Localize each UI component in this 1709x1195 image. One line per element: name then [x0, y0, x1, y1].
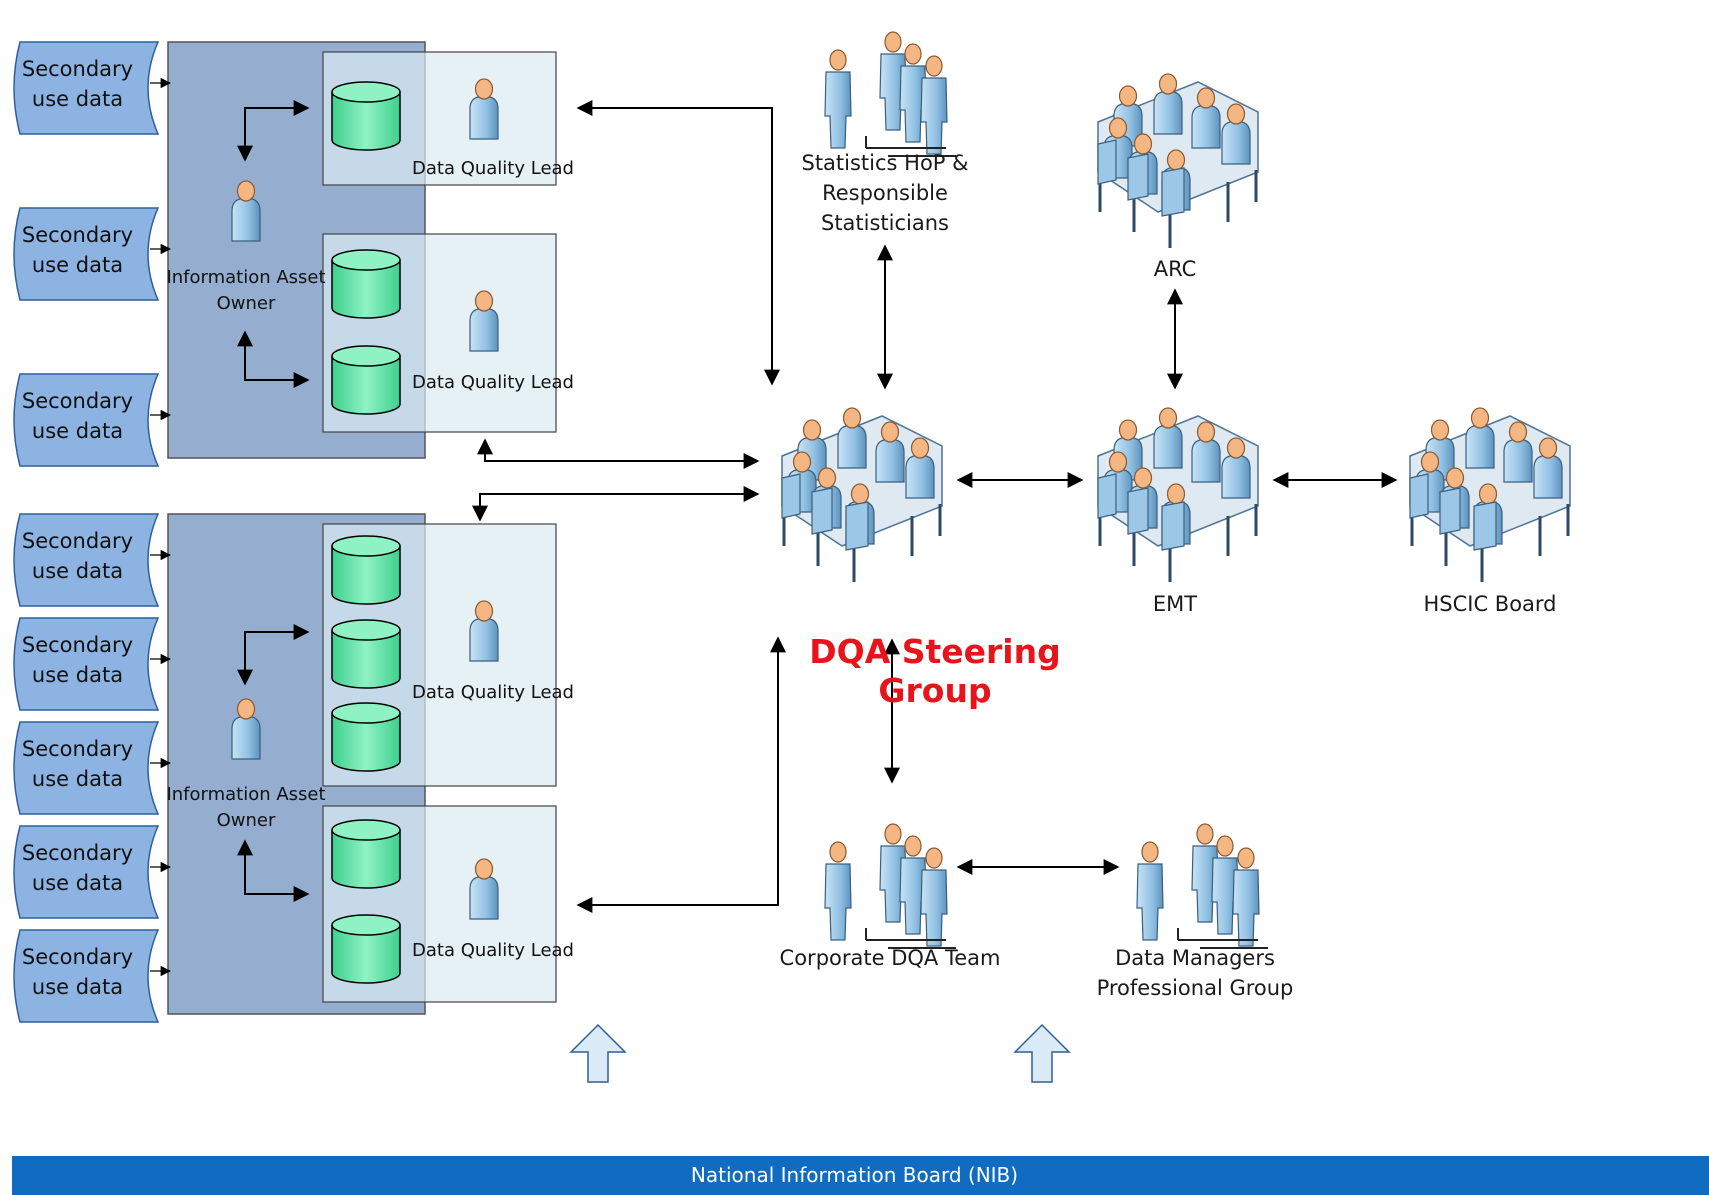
nib-bar	[12, 1156, 1709, 1195]
secondary-data-label: Secondary use data	[21, 945, 134, 999]
nib-up-arrows	[569, 1023, 1071, 1083]
emt-meeting-icon	[1098, 408, 1258, 582]
dql-label: Data Quality Lead	[412, 682, 574, 703]
connector-arrows	[472, 100, 1398, 913]
secondary-data-label: Secondary use data	[21, 223, 134, 277]
steering-group-label: DQA Steering Group	[809, 632, 1061, 710]
dql-person-icons	[469, 78, 499, 920]
emt-label: EMT	[1152, 592, 1198, 616]
secondary-data-label: Secondary use data	[21, 529, 134, 583]
arc-meeting-icon	[1098, 74, 1258, 248]
secondary-data-label: Secondary use data	[21, 841, 134, 895]
secondary-data-label: Secondary use data	[21, 57, 134, 111]
data-managers-team-icon	[1137, 824, 1268, 948]
steering-meeting-icon	[782, 408, 942, 582]
dql-label: Data Quality Lead	[412, 372, 574, 393]
statistics-label: Statistics HoP & Responsible Statisticia…	[801, 151, 969, 235]
iao-label: Information Asset Owner	[166, 784, 326, 831]
dql-label: Data Quality Lead	[412, 158, 574, 179]
hscic-board-label: HSCIC Board	[1423, 592, 1557, 616]
corporate-team-icon	[825, 824, 956, 948]
secondary-data-label: Secondary use data	[21, 633, 134, 687]
iao-label: Information Asset Owner	[166, 267, 326, 314]
data-managers-label: Data Managers Professional Group	[1096, 946, 1294, 1000]
input-arrows	[150, 77, 172, 977]
secondary-data-label: Secondary use data	[21, 389, 134, 443]
iao-arrows	[237, 100, 310, 902]
statistics-team-icon	[825, 32, 956, 156]
nib-label: National Information Board (NIB)	[690, 1163, 1019, 1187]
dql-label: Data Quality Lead	[412, 940, 574, 961]
secondary-data-label: Secondary use data	[21, 737, 134, 791]
hscic-meeting-icon	[1410, 408, 1570, 582]
corporate-team-label: Corporate DQA Team	[779, 946, 1001, 970]
arc-label: ARC	[1153, 257, 1197, 281]
